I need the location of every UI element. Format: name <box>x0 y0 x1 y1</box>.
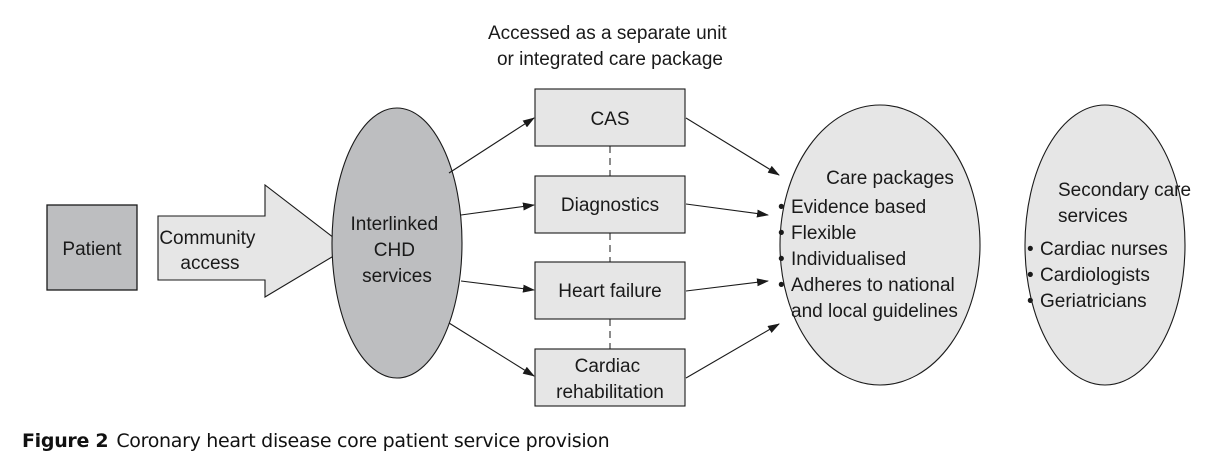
community-access-label-line-2: access <box>180 253 239 274</box>
interlinked-label-line-3: services <box>362 266 432 287</box>
secondary-care-title-line-2: services <box>1058 206 1128 227</box>
arrow-interlinked-to-rehabilitation <box>448 322 535 377</box>
cas-box <box>534 88 686 147</box>
diagnostics-box <box>534 175 686 234</box>
arrow-rehabilitation-to-care-packages <box>685 323 780 379</box>
care-packages-item: Adheres to national <box>791 275 955 296</box>
care-packages-node: Care packages • Evidence based • Flexibl… <box>778 104 981 386</box>
patient-node: Patient <box>46 204 138 291</box>
secondary-care-item: Geriatricians <box>1040 291 1147 312</box>
care-packages-item: Evidence based <box>791 197 926 218</box>
diagnostics-label: Diagnostics <box>561 195 659 216</box>
arrow-interlinked-to-heart-failure <box>460 280 535 293</box>
cas-label: CAS <box>590 109 629 130</box>
header-note-line-2: or integrated care package <box>497 49 723 70</box>
interlinked-label: Interlinked CHD services <box>351 214 444 287</box>
secondary-care-title: Secondary care services <box>1058 180 1196 227</box>
arrows-to-services <box>448 117 535 377</box>
secondary-care-bullet: • <box>1027 239 1034 260</box>
heart-failure-label: Heart failure <box>558 281 662 302</box>
community-access-arrow: Community access <box>157 183 348 298</box>
secondary-care-bullet: • <box>1027 291 1034 312</box>
arrow-heart-failure-to-care-packages <box>685 278 769 292</box>
diagnostics-label-line-1: Diagnostics <box>561 195 659 216</box>
community-access-arrow-shape <box>157 183 348 298</box>
service-box-cas: CAS <box>534 88 686 147</box>
secondary-care-list: • Cardiac nurses • Cardiologists • Geria… <box>1027 239 1168 312</box>
secondary-care-ellipse <box>1024 104 1186 386</box>
header-note-line-1: Accessed as a separate unit <box>488 23 727 44</box>
care-packages-list: • Evidence based • Flexible • Individual… <box>778 197 958 322</box>
community-access-label-line-1: Community <box>159 228 256 249</box>
figure-caption-text: Coronary heart disease core patient serv… <box>116 430 610 452</box>
care-packages-ellipse <box>779 104 981 386</box>
heart-failure-box <box>534 261 686 320</box>
community-access-label: Community access <box>159 228 260 274</box>
interlinked-label-line-1: Interlinked <box>351 214 439 235</box>
care-packages-title: Care packages <box>826 168 954 189</box>
care-packages-item: Flexible <box>791 223 856 244</box>
interlinked-chd-services-node: Interlinked CHD services <box>331 107 463 379</box>
care-packages-bullet: • <box>778 223 785 244</box>
arrow-interlinked-to-diagnostics <box>460 202 535 216</box>
secondary-care-node: Secondary care services • Cardiac nurses… <box>1024 104 1196 386</box>
secondary-care-item: Cardiologists <box>1040 265 1150 286</box>
cardiac-rehabilitation-label-line-2: rehabilitation <box>556 382 664 403</box>
care-packages-bullet: • <box>778 275 785 296</box>
interlinked-ellipse <box>331 107 463 379</box>
header-note: Accessed as a separate unit or integrate… <box>488 23 732 70</box>
cardiac-rehabilitation-label-line-1: Cardiac <box>575 356 640 377</box>
secondary-care-item: Cardiac nurses <box>1040 239 1168 260</box>
care-packages-item: Individualised <box>791 249 906 270</box>
cardiac-rehabilitation-box <box>534 348 686 407</box>
care-packages-bullet: • <box>778 249 785 270</box>
care-packages-item-continuation: and local guidelines <box>791 301 958 322</box>
care-packages-bullet: • <box>778 197 785 218</box>
cardiac-rehabilitation-label: Cardiac rehabilitation <box>556 356 664 403</box>
service-box-diagnostics: Diagnostics <box>534 175 686 234</box>
arrow-diagnostics-to-care-packages <box>685 203 769 218</box>
interlinked-label-line-2: CHD <box>374 240 415 261</box>
cas-label-line-1: CAS <box>590 109 629 130</box>
service-box-cardiac-rehabilitation: Cardiac rehabilitation <box>534 348 686 407</box>
figure-caption: Figure 2 Coronary heart disease core pati… <box>22 430 610 452</box>
arrow-cas-to-care-packages <box>685 117 780 176</box>
secondary-care-title-line-1: Secondary care <box>1058 180 1191 201</box>
patient-box <box>46 204 138 291</box>
service-box-heart-failure: Heart failure <box>534 261 686 320</box>
patient-label: Patient <box>62 239 122 260</box>
figure-label: Figure 2 <box>22 430 109 452</box>
arrows-to-care-packages <box>685 117 780 379</box>
arrow-interlinked-to-cas <box>448 117 535 174</box>
secondary-care-bullet: • <box>1027 265 1034 286</box>
heart-failure-label-line-1: Heart failure <box>558 281 662 302</box>
